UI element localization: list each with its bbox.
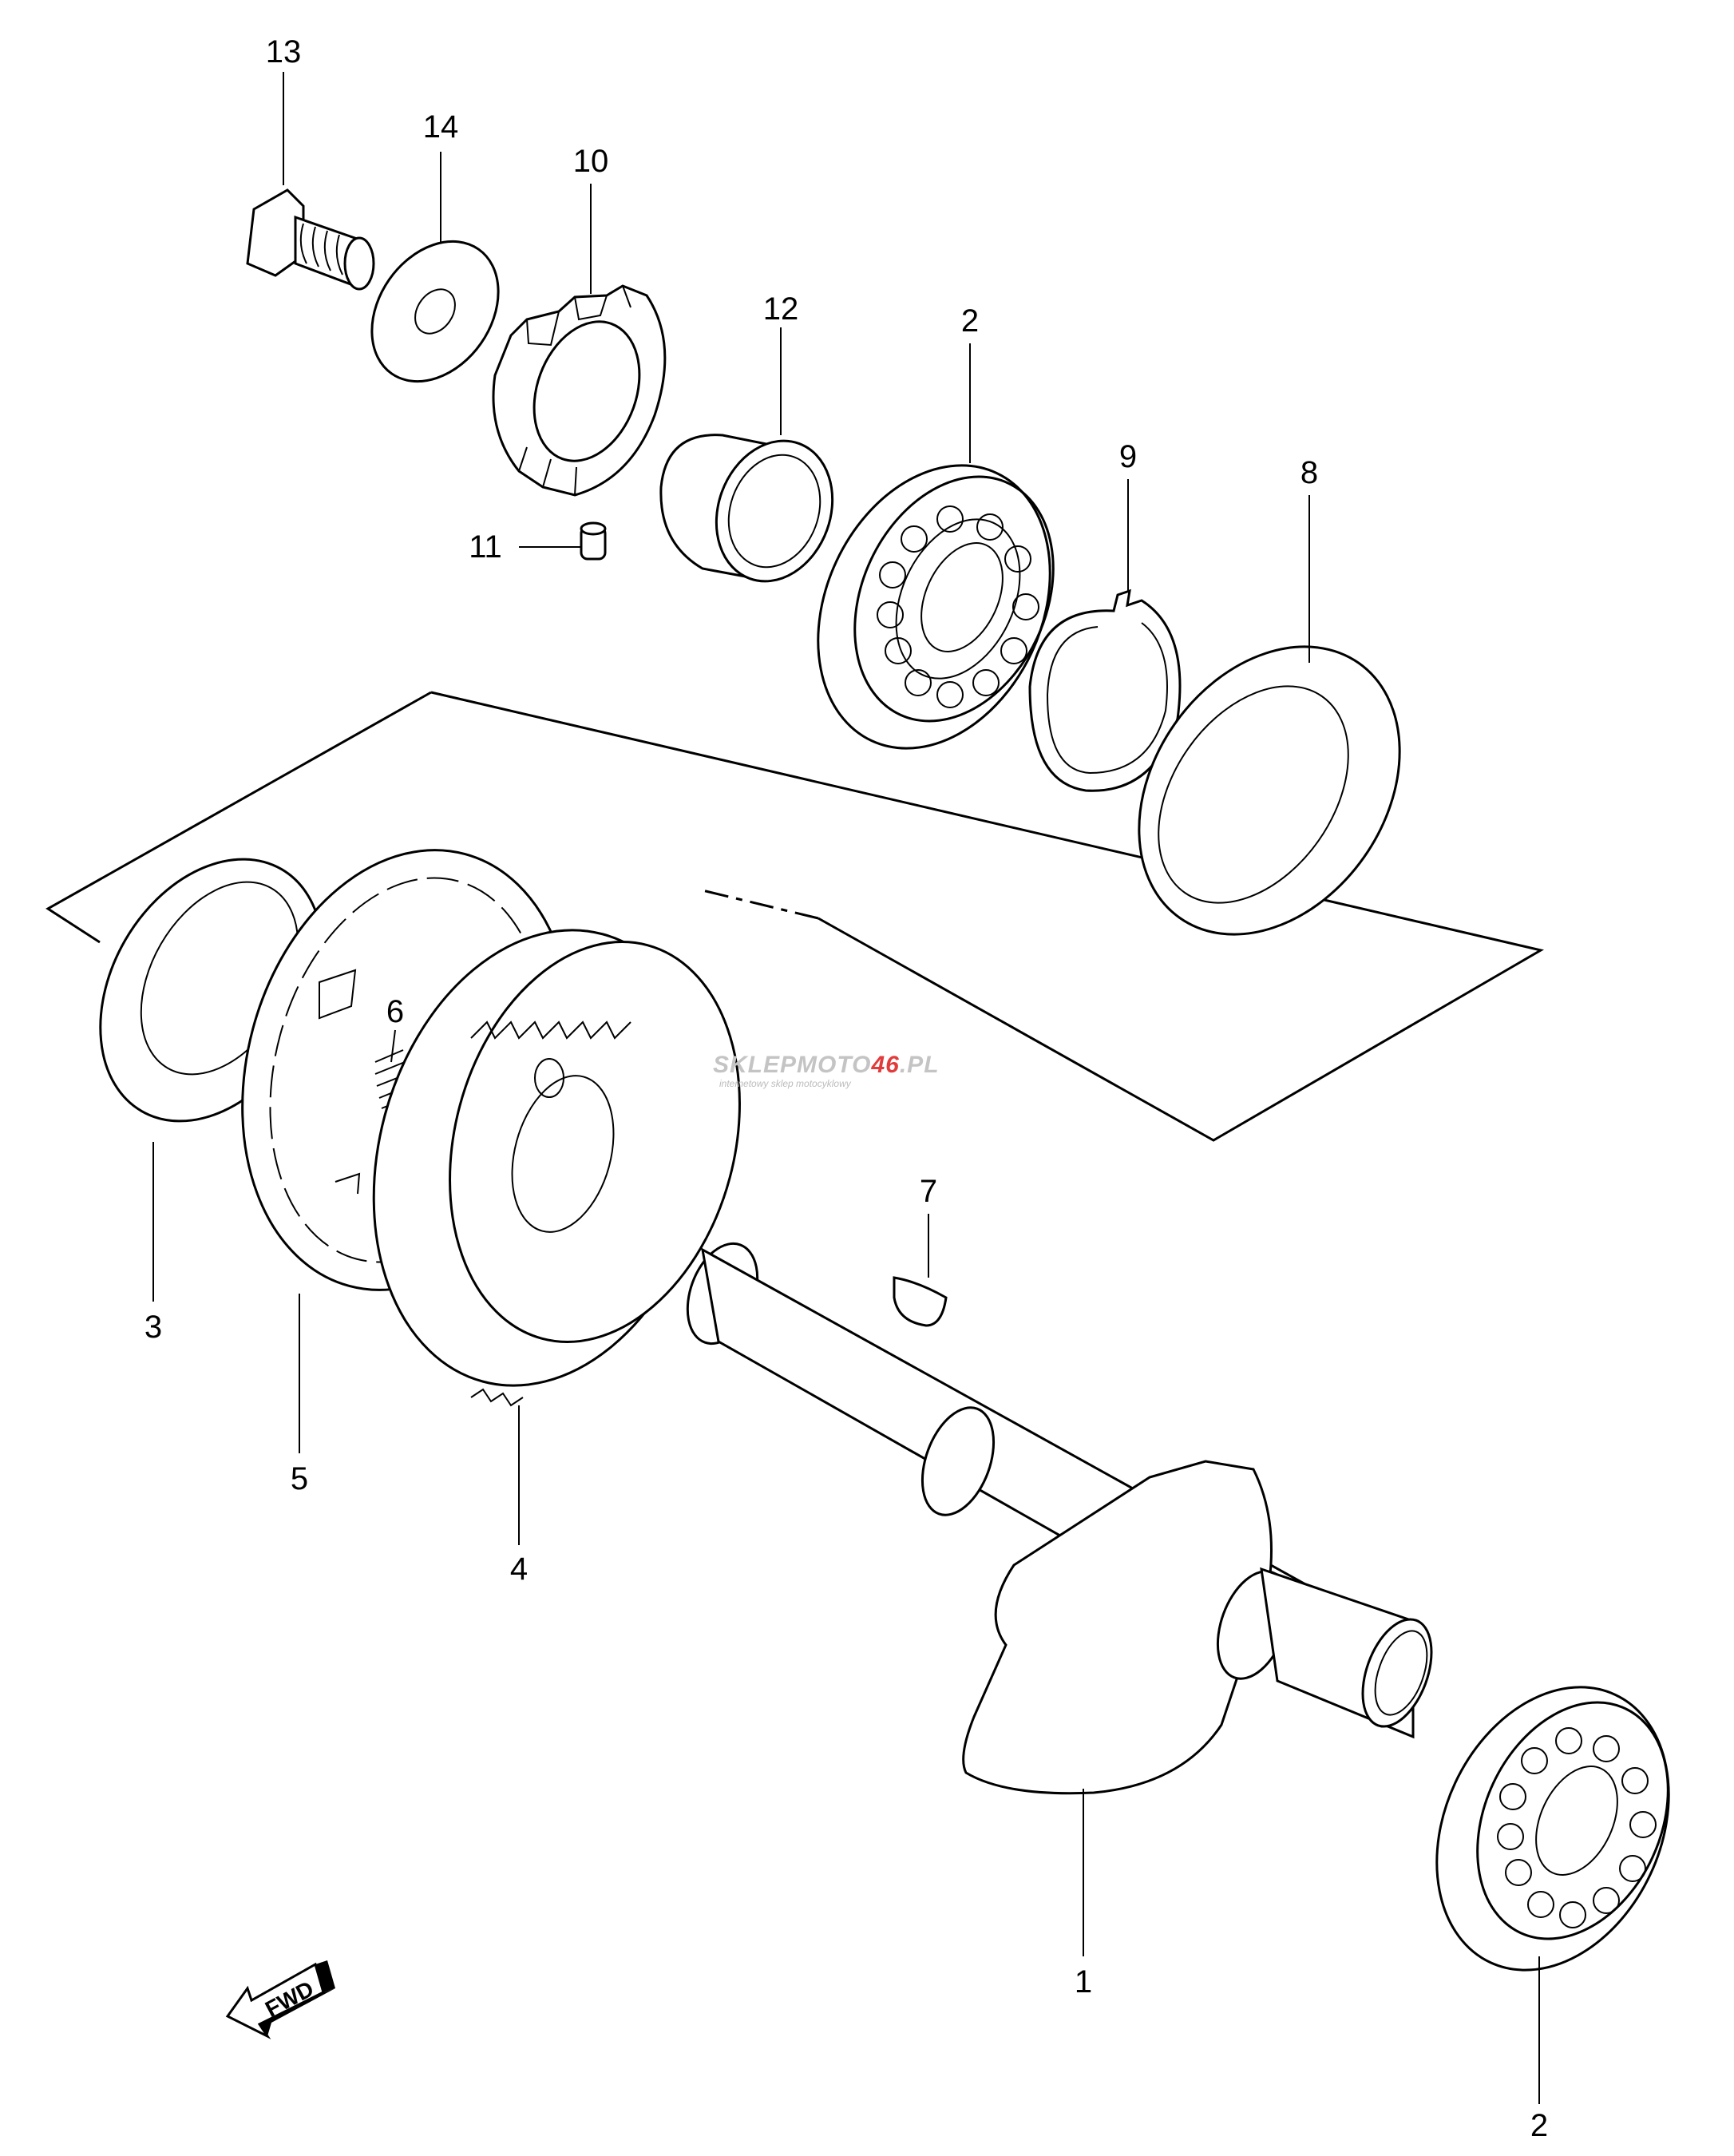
label-part-2-bottom: 2 <box>1530 2108 1548 2143</box>
label-part-11: 11 <box>469 529 502 565</box>
thrust-washer-top-part <box>1138 645 1401 936</box>
ratchet-gear-part <box>492 284 667 497</box>
flange-bolt-part <box>246 188 375 291</box>
label-part-5: 5 <box>291 1461 308 1496</box>
balancer-shaft-part <box>686 1242 1433 1795</box>
watermark: SKLEPMOTO46.PL internetowy sklep motocyk… <box>713 1052 940 1089</box>
label-part-1: 1 <box>1075 1964 1092 1999</box>
label-part-2-top: 2 <box>961 303 979 339</box>
woodruff-key-part <box>893 1276 948 1327</box>
label-part-13: 13 <box>266 34 302 69</box>
label-part-12: 12 <box>763 291 799 327</box>
washer-part <box>370 240 500 383</box>
label-part-8: 8 <box>1300 455 1318 490</box>
main-gear-part <box>372 929 741 1407</box>
label-part-9: 9 <box>1119 439 1137 474</box>
fwd-arrow-icon: FWD <box>225 1960 335 2039</box>
label-part-10: 10 <box>573 144 609 179</box>
label-part-3: 3 <box>144 1310 162 1345</box>
circlip-part <box>1028 589 1182 792</box>
watermark-brand-a: SKLEPMOTO <box>713 1052 871 1078</box>
label-part-14: 14 <box>423 109 459 145</box>
ball-bearing-top-part <box>817 464 1055 750</box>
label-part-7: 7 <box>920 1174 937 1209</box>
bushing-part <box>659 434 834 583</box>
label-part-6: 6 <box>386 994 404 1029</box>
label-part-4: 4 <box>510 1552 528 1587</box>
part-number-labels: 13 14 10 12 2 9 8 11 6 7 3 5 4 1 2 <box>144 34 1548 2143</box>
pin-part <box>580 521 607 561</box>
watermark-tagline: internetowy sklep motocyklowy <box>719 1078 852 1089</box>
watermark-brand-b: 46 <box>870 1052 899 1078</box>
leader-lines <box>152 72 1540 2104</box>
watermark-brand-c: .PL <box>900 1052 940 1078</box>
svg-text:SKLEPMOTO46.PL: SKLEPMOTO46.PL <box>713 1052 940 1078</box>
ball-bearing-bottom-part <box>1435 1686 1670 1972</box>
